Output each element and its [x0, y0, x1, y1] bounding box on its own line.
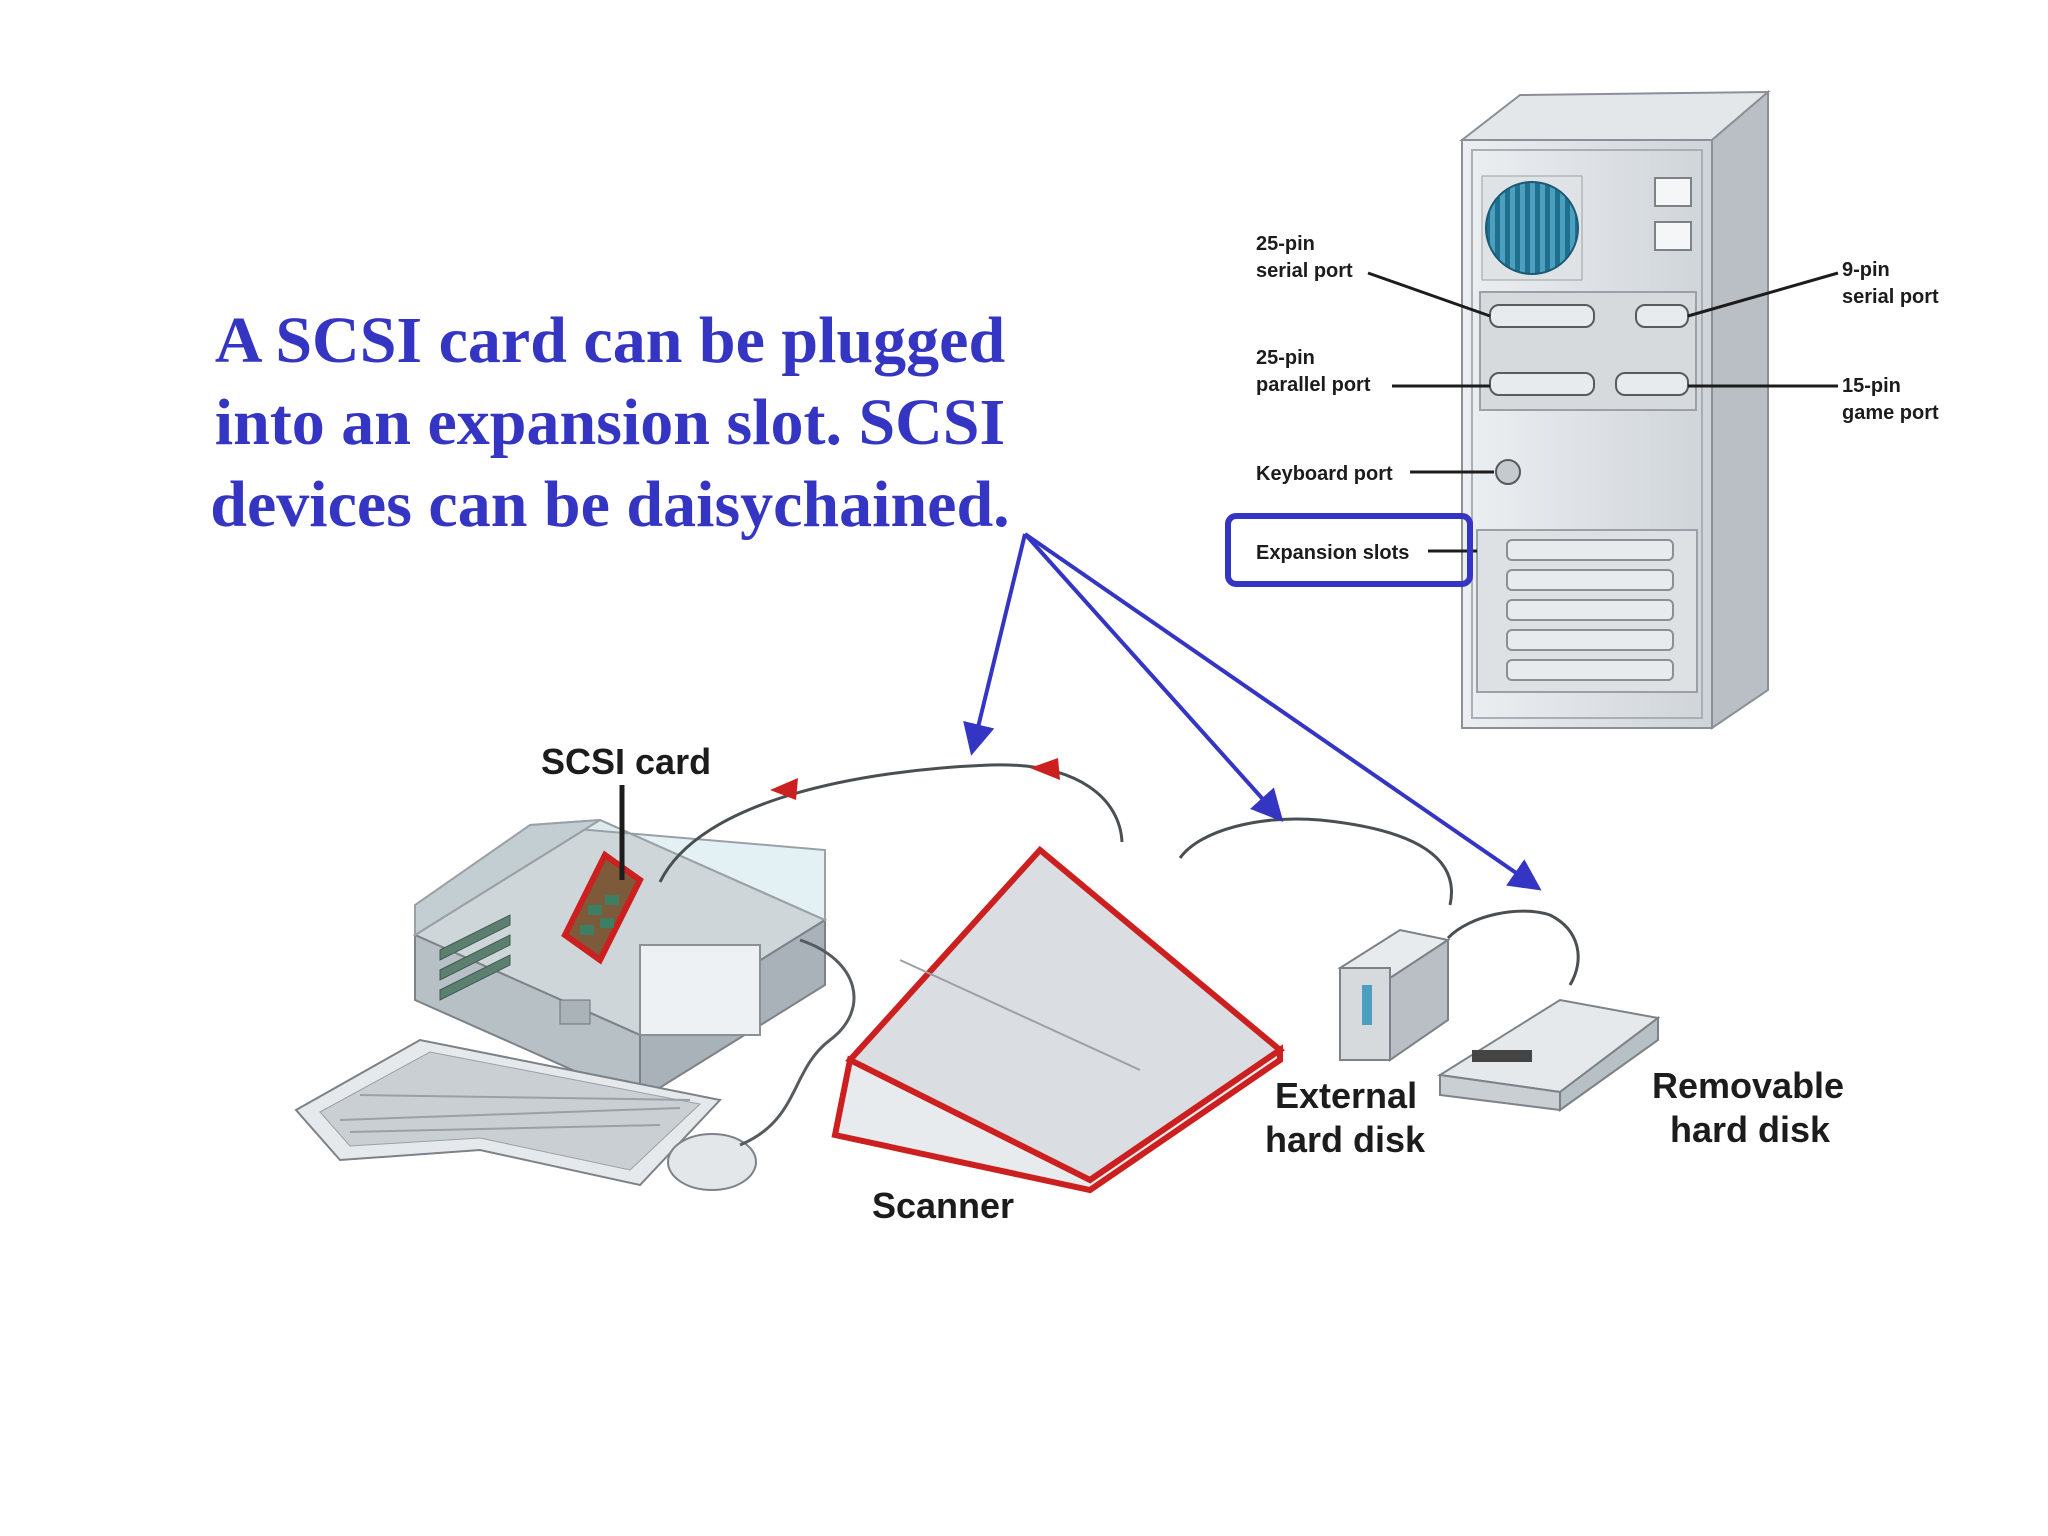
scanner-label: Scanner — [872, 1185, 1014, 1226]
expansion-slots-label: Expansion slots — [1256, 542, 1409, 564]
parallel-25-pin-port — [1489, 372, 1595, 396]
scsi-card-label: SCSI card — [541, 741, 711, 782]
expansion-slots-highlight — [1225, 513, 1473, 587]
fan-grill-icon — [1481, 175, 1583, 281]
headline-line-2: into an expansion slot. SCSI — [214, 386, 1006, 459]
external-hard-disk — [1337, 928, 1451, 1062]
removable-hard-disk — [1437, 998, 1661, 1112]
serial-25-pin-port — [1489, 304, 1595, 328]
external-hard-disk-label: External hard disk — [1265, 1075, 1427, 1160]
headline-line-3: devices can be daisychained. — [210, 468, 1010, 541]
parallel-25-pin-label: 25-pin parallel port — [1256, 347, 1371, 396]
game-15-pin-label: 15-pin game port — [1842, 375, 1939, 424]
keyboard-port-label: Keyboard port — [1256, 463, 1393, 485]
removable-hard-disk-label: Removable hard disk — [1652, 1065, 1854, 1150]
mouse — [667, 1133, 757, 1191]
tower-computer: 25-pin serial port 9-pin serial port 25-… — [1225, 89, 1939, 730]
power-socket-icon — [1654, 177, 1692, 207]
headline-line-1: A SCSI card can be plugged — [214, 304, 1006, 377]
serial-25-pin-label: 25-pin serial port — [1256, 233, 1353, 282]
keyboard-port — [1495, 459, 1521, 485]
annotation-arrows — [963, 532, 1542, 891]
scanner — [831, 845, 1285, 1194]
headline: A SCSI card can be plugged into an expan… — [150, 300, 1070, 546]
expansion-slots — [1506, 539, 1674, 681]
serial-9-pin-port — [1635, 304, 1689, 328]
power-socket-icon — [1654, 221, 1692, 251]
serial-9-pin-label: 9-pin serial port — [1842, 259, 1939, 308]
keyboard — [294, 1038, 722, 1187]
cable-direction-arrows — [770, 758, 1060, 800]
game-15-pin-port — [1615, 372, 1689, 396]
scsi-daisy-chain-cables — [658, 763, 1580, 986]
mouse-cable — [739, 938, 856, 1147]
desktop-computer: SCSI card — [412, 741, 828, 1102]
scsi-card — [561, 850, 644, 965]
